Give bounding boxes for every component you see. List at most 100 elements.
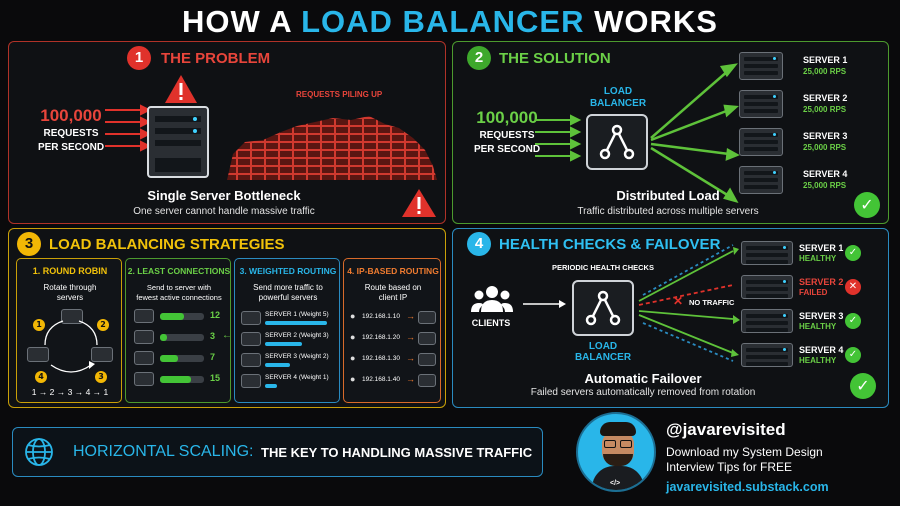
ip-routing-card: 4. IP-BASED ROUTING Route based on clien… — [343, 258, 441, 403]
check-icon: ✓ — [850, 373, 876, 399]
check-icon: ✓ — [845, 313, 861, 329]
problem-subcaption: One server cannot handle massive traffic — [133, 206, 315, 217]
problem-requests-count: 100,000 — [40, 106, 102, 125]
promo-handle: @javarevisited — [666, 420, 786, 439]
globe-icon — [25, 438, 53, 466]
health-lb-label: LOAD — [588, 341, 618, 352]
health-lb-label-2: BALANCER — [574, 352, 632, 363]
server-icon — [134, 372, 154, 386]
strategies-number: 3 — [17, 232, 41, 256]
solution-requests-count: 100,000 — [476, 108, 538, 127]
clients-label: CLIENTS — [471, 318, 511, 328]
rr-badge-1: 1 — [33, 319, 45, 331]
scaling-text: THE KEY TO HANDLING MASSIVE TRAFFIC — [261, 445, 533, 460]
least-connections-desc-2: fewest active connections — [136, 293, 222, 302]
health-server-name: SERVER 4 — [799, 345, 844, 355]
close-icon: ✕ — [845, 279, 861, 295]
health-server-status: HEALTHY — [799, 254, 837, 263]
least-connections-title: 2. LEAST CONNECTIONS — [127, 266, 231, 276]
periodic-health-label: PERIODIC HEALTH CHECKS — [552, 263, 654, 272]
server-icon — [241, 332, 261, 346]
warning-icon — [402, 189, 436, 217]
route-arrow-icon: → — [406, 332, 415, 342]
weight-label: SERVER 2 (Weight 3) — [265, 332, 329, 339]
health-routes — [638, 244, 740, 362]
weight-bar — [265, 384, 277, 388]
weight-bar — [265, 363, 290, 367]
solution-incoming-arrows — [535, 114, 582, 162]
connection-bar-fill — [160, 313, 184, 320]
health-server-status: HEALTHY — [799, 322, 837, 331]
connection-count: 3 — [210, 331, 216, 341]
solution-requests-label: REQUESTS — [479, 130, 535, 141]
health-panel: 4 HEALTH CHECKS & FAILOVER PERIODIC HEAL… — [452, 228, 889, 408]
ip-routing-title: 4. IP-BASED ROUTING — [347, 266, 439, 276]
round-robin-title: 1. ROUND ROBIN — [32, 266, 108, 276]
connection-bar-fill — [160, 355, 178, 362]
solution-lb-label: LOAD — [603, 86, 633, 97]
problem-requests-unit: PER SECOND — [37, 142, 105, 153]
title-highlight: LOAD BALANCER — [301, 4, 585, 39]
solution-requests-unit: PER SECOND — [473, 144, 541, 155]
solution-subcaption: Traffic distributed across multiple serv… — [577, 206, 759, 217]
problem-caption: Single Server Bottleneck — [147, 188, 301, 203]
health-title: HEALTH CHECKS & FAILOVER — [499, 236, 721, 253]
user-icon: ● — [350, 374, 356, 384]
weight-bar — [265, 342, 302, 346]
server-icon — [241, 353, 261, 367]
load-balancer-icon — [572, 280, 634, 336]
server-icon — [741, 241, 793, 265]
server-icon — [91, 347, 113, 362]
weight-label: SERVER 1 (Weight 5) — [265, 311, 329, 318]
round-robin-card: 1. ROUND ROBIN Rotate through servers 1 … — [16, 258, 122, 403]
least-connections-desc: Send to server with — [146, 283, 212, 292]
server-icon — [134, 330, 154, 344]
user-icon: ● — [350, 353, 356, 363]
client-ip: 192.168.1.30 — [362, 355, 400, 362]
ip-routing-desc: Route based on — [364, 283, 422, 292]
promo-line2: Interview Tips for FREE — [666, 460, 793, 474]
route-arrow-icon: → — [406, 374, 415, 384]
weighted-routing-card: 3. WEIGHTED ROUTING Send more traffic to… — [234, 258, 340, 403]
promo-line1: Download my System Design — [666, 445, 823, 459]
server-icon — [241, 374, 261, 388]
connection-count: 15 — [210, 373, 221, 383]
no-traffic-x: ✕ — [673, 294, 684, 308]
rr-badge-3: 3 — [95, 371, 107, 383]
scaling-banner: HORIZONTAL SCALING: THE KEY TO HANDLING … — [12, 427, 543, 477]
solution-server-name: SERVER 2 — [803, 93, 848, 103]
client-ip: 192.168.1.20 — [362, 334, 400, 341]
server-icon — [739, 166, 783, 194]
health-server-name: SERVER 2 — [799, 277, 844, 287]
server-icon — [741, 309, 793, 333]
round-robin-desc-2: servers — [56, 293, 84, 302]
problem-incoming-arrows — [105, 104, 151, 152]
weight-label: SERVER 3 (Weight 2) — [265, 353, 329, 360]
strategies-panel: 3 LOAD BALANCING STRATEGIES 1. ROUND ROB… — [8, 228, 446, 408]
server-tower-icon — [147, 106, 209, 178]
connection-bar-track — [160, 355, 204, 362]
load-balancer-icon — [586, 114, 648, 170]
code-badge: </> — [610, 480, 621, 487]
problem-title: THE PROBLEM — [161, 50, 271, 67]
server-icon — [741, 343, 793, 367]
check-icon: ✓ — [845, 245, 861, 261]
clients-icon — [471, 286, 513, 312]
server-icon — [739, 90, 783, 118]
avatar: </> — [576, 412, 656, 492]
check-icon: ✓ — [845, 347, 861, 363]
distribution-arrows — [650, 63, 740, 203]
least-arrow-icon: ← — [222, 330, 232, 341]
server-icon — [418, 353, 436, 366]
server-icon — [134, 309, 154, 323]
server-icon — [741, 275, 793, 299]
strategies-title: LOAD BALANCING STRATEGIES — [49, 236, 285, 253]
requests-piling-label: REQUESTS PILING UP — [296, 90, 383, 99]
ip-routing-desc-2: client IP — [378, 293, 408, 302]
warning-icon — [165, 75, 197, 103]
title-suffix: WORKS — [584, 4, 718, 39]
health-subcaption: Failed servers automatically removed fro… — [530, 387, 756, 398]
rotation-arrows — [44, 320, 98, 373]
promo-url[interactable]: javarevisited.substack.com — [666, 480, 829, 494]
server-icon — [27, 347, 49, 362]
